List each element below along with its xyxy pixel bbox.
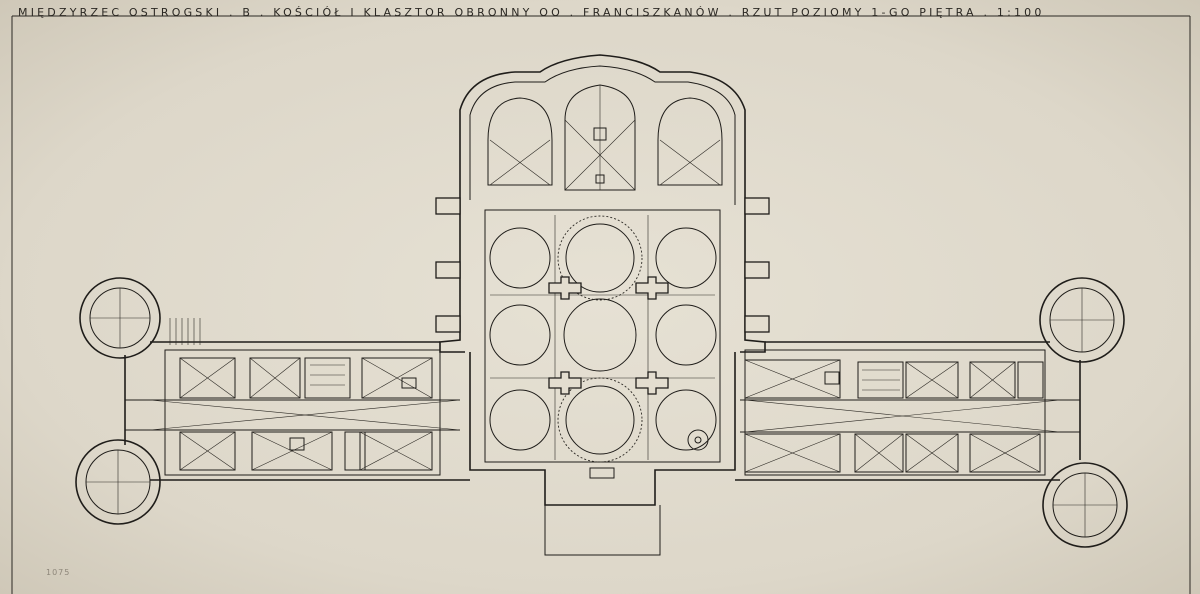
pencil-inventory-note: 1075: [46, 568, 71, 577]
right-monastery-wing: [735, 277, 1128, 548]
left-monastery-wing: [75, 277, 470, 525]
church-plan: [435, 54, 770, 556]
